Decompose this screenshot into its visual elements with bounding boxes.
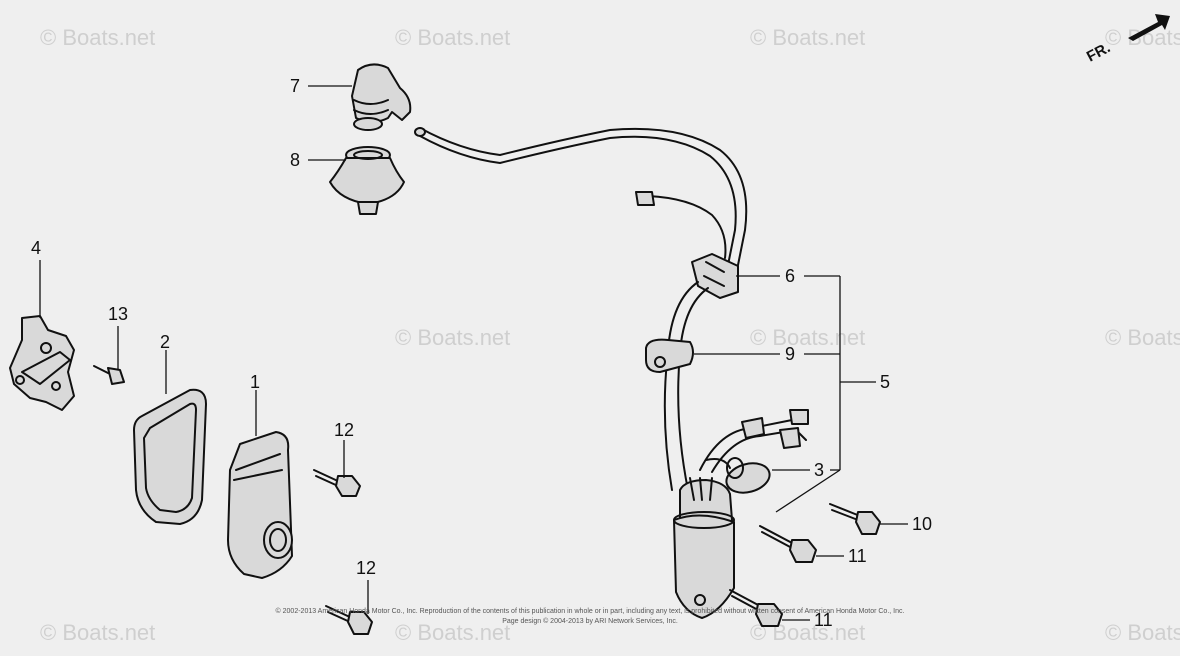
copyright-line-1: © 2002-2013 American Honda Motor Co., In… <box>276 607 905 615</box>
callout-5[interactable]: 5 <box>880 372 890 392</box>
spark-plug-cap <box>351 63 412 131</box>
leader-lines <box>39 85 908 621</box>
bolt-12-upper <box>313 469 361 497</box>
point-cover <box>227 431 293 579</box>
copyright-line-2: Page design © 2004-2013 by ARI Network S… <box>502 617 678 625</box>
callout-7[interactable]: 7 <box>290 76 300 96</box>
bolt-10 <box>829 503 881 535</box>
watermark: © Boats.net <box>1105 25 1180 50</box>
watermark: © Boats.net <box>40 25 155 50</box>
gasket <box>133 388 207 525</box>
callout-3[interactable]: 3 <box>814 460 824 480</box>
callout-13[interactable]: 13 <box>108 304 128 324</box>
callout-4[interactable]: 4 <box>31 238 41 258</box>
watermark: © Boats.net <box>40 620 155 645</box>
watermark: © Boats.net <box>1105 620 1180 645</box>
watermark: © Boats.net <box>395 325 510 350</box>
watermark: © Boats.net <box>395 620 510 645</box>
bolt-11-middle <box>759 525 817 563</box>
callout-11-middle[interactable]: 11 <box>848 546 867 566</box>
watermarks: © Boats.net © Boats.net © Boats.net © Bo… <box>40 25 1180 645</box>
ground-wire <box>635 191 727 259</box>
watermark: © Boats.net <box>750 325 865 350</box>
callouts: 7 8 4 13 2 1 12 12 6 9 5 3 10 11 11 <box>31 76 932 630</box>
callout-10[interactable]: 10 <box>912 514 932 534</box>
high-tension-wire <box>414 127 748 266</box>
bolt-12-lower <box>325 605 373 635</box>
ignition-coil-leads <box>663 281 709 491</box>
callout-2[interactable]: 2 <box>160 332 170 352</box>
callout-12-upper[interactable]: 12 <box>334 420 354 440</box>
contact-breaker-point <box>9 315 75 411</box>
callout-12-lower[interactable]: 12 <box>356 558 376 578</box>
ignition-coil <box>673 477 735 619</box>
copyright-footer: © 2002-2013 American Honda Motor Co., In… <box>276 607 905 625</box>
front-arrow-icon <box>1128 14 1170 41</box>
cap-seal <box>329 146 405 215</box>
callout-9[interactable]: 9 <box>785 344 795 364</box>
screw-13 <box>93 365 125 385</box>
callout-6[interactable]: 6 <box>785 266 795 286</box>
bolt-11-lower <box>729 589 783 627</box>
watermark: © Boats.net <box>395 25 510 50</box>
lead-grommet <box>645 338 694 373</box>
wire-clamp-upper <box>691 253 739 299</box>
callout-11-lower[interactable]: 11 <box>814 610 833 630</box>
callout-1[interactable]: 1 <box>250 372 260 392</box>
watermark: © Boats.net <box>1105 325 1180 350</box>
condenser-harness <box>699 409 809 494</box>
watermark: © Boats.net <box>750 25 865 50</box>
callout-8[interactable]: 8 <box>290 150 300 170</box>
